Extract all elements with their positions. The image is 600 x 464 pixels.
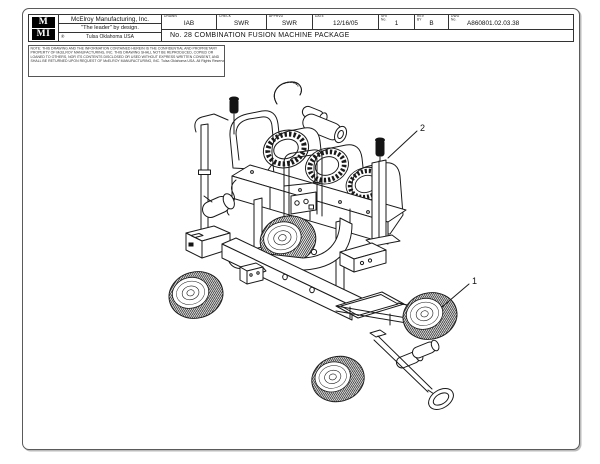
fusion-machine xyxy=(226,81,407,296)
company-location-text: Tulsa Oklahoma USA xyxy=(86,34,134,40)
note-box: NOTE: THIS DRAWING AND THE INFORMATION C… xyxy=(28,45,225,77)
note-line-1: NOTE: THIS DRAWING AND THE INFORMATION C… xyxy=(30,47,218,51)
field-date-value: 12/16/05 xyxy=(333,19,358,27)
field-check-value: SWR xyxy=(234,19,249,27)
field-apprvd-label: APPRVD xyxy=(269,15,284,19)
callout-1: 1 xyxy=(441,276,477,308)
pipe-stand xyxy=(194,113,235,243)
company-location: ® Tulsa Oklahoma USA xyxy=(59,33,161,41)
field-drawn-label: DRAWN xyxy=(164,15,177,19)
tow-bar-assembly xyxy=(369,329,454,410)
drawing-sheet: M MI McElroy Manufacturing, Inc. "The le… xyxy=(22,8,580,450)
wheel-right xyxy=(397,286,463,346)
field-date-label: DATE xyxy=(315,15,324,19)
title-block: M MI McElroy Manufacturing, Inc. "The le… xyxy=(28,14,574,42)
field-drawn-value: IAB xyxy=(183,19,195,27)
note-line-2: PROPERTY OF McELROY MANUFACTURING, INC. … xyxy=(30,51,214,55)
company-tagline: "The leader" by design. xyxy=(59,24,161,33)
note-line-4: SHALL BE RETURNED UPON REQUEST OF McELRO… xyxy=(30,59,225,63)
callout-2: 2 xyxy=(387,123,425,159)
registered-mark: ® xyxy=(61,34,65,39)
leader-line-1 xyxy=(441,283,470,308)
field-rev-value: B xyxy=(429,19,434,27)
wheel-bottom xyxy=(306,350,370,408)
drawing-title: No. 28 COMBINATION FUSION MACHINE PACKAG… xyxy=(170,32,350,39)
field-dwg-value: A860801.02.03.38 xyxy=(467,19,520,27)
hitch-ring xyxy=(428,388,454,410)
field-apprvd: APPRVD SWR xyxy=(267,15,313,29)
field-sht-value: 1 xyxy=(394,19,399,27)
cart-main-beam xyxy=(221,237,367,321)
field-date: DATE 12/16/05 xyxy=(313,15,379,29)
field-drawn: DRAWN IAB xyxy=(162,15,217,29)
field-check-label: CHECK xyxy=(219,15,232,19)
note-line-3: LOANED TO OTHERS, NOR ITS CONTENTS DISCL… xyxy=(30,55,220,59)
leader-line-2 xyxy=(387,130,418,159)
note-text: NOTE: THIS DRAWING AND THE INFORMATION C… xyxy=(29,46,225,65)
field-apprvd-value: SWR xyxy=(282,19,297,27)
title-block-right: DRAWN IAB CHECK SWR APPRVD SWR DATE 12/1… xyxy=(162,15,573,41)
wheel-front-left xyxy=(163,265,229,325)
company-info: McElroy Manufacturing, Inc. "The leader"… xyxy=(59,15,162,41)
company-name: McElroy Manufacturing, Inc. xyxy=(59,15,161,24)
logo-top-square: M xyxy=(32,16,55,28)
callout-1-label: 1 xyxy=(472,276,477,286)
title-block-fields: DRAWN IAB CHECK SWR APPRVD SWR DATE 12/1… xyxy=(162,15,573,30)
mcelroy-logo: M MI xyxy=(29,15,59,41)
callout-2-label: 2 xyxy=(420,123,425,133)
field-check: CHECK SWR xyxy=(217,15,267,29)
logo-bottom-square: MI xyxy=(32,28,55,40)
